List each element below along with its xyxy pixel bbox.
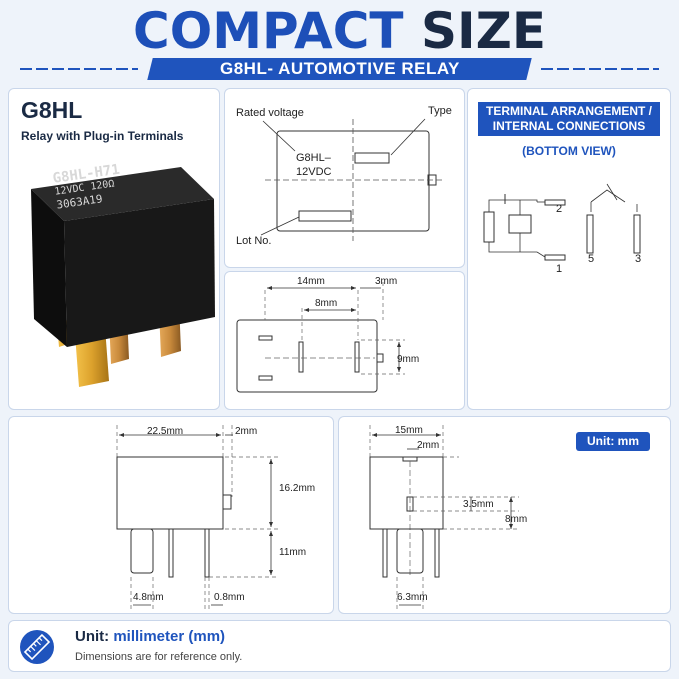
dim-front-2mm: 2mm	[417, 440, 440, 451]
terminal-title-line2: INTERNAL CONNECTIONS	[492, 119, 646, 133]
unit-badge: Unit: mm	[576, 432, 650, 451]
dim-front-3-5mm: 3.5mm	[463, 499, 494, 510]
header-dash-left	[20, 68, 138, 70]
footer-unit: Unit: millimeter (mm)	[75, 628, 225, 645]
front-view-diagram	[369, 425, 519, 609]
dim-bottom-3mm: 3mm	[375, 276, 398, 287]
lot-no-label: Lot No.	[236, 235, 272, 247]
terminal-title-line1: TERMINAL ARRANGEMENT /	[486, 104, 652, 118]
terminal-title: TERMINAL ARRANGEMENT / INTERNAL CONNECTI…	[478, 102, 660, 136]
footer-unit-value: millimeter (mm)	[113, 628, 226, 645]
bottom-view-label: (BOTTOM VIEW)	[522, 144, 616, 158]
dim-front-8mm: 8mm	[505, 514, 528, 525]
product-panel: G8HL Relay with Plug-in Terminals G8HL-H…	[8, 88, 220, 410]
dim-side-2mm: 2mm	[235, 426, 258, 437]
header-dash-right	[541, 68, 659, 70]
model-text: G8HL– 12VDC	[296, 151, 331, 179]
dim-side-16-2mm: 16.2mm	[279, 483, 316, 494]
dim-front-15mm: 15mm	[395, 425, 423, 436]
rated-voltage-label: Rated voltage	[236, 107, 304, 119]
product-model: G8HL	[21, 97, 83, 123]
bottom-view-diagram	[236, 282, 405, 393]
bottom-view-panel: 14mm 3mm 8mm 9mm	[224, 271, 465, 410]
model-text-line1: G8HL–	[296, 152, 331, 164]
ruler-icon	[20, 630, 54, 664]
subtitle-text: G8HL- AUTOMOTIVE RELAY	[219, 59, 460, 78]
title-word-compact: COMPACT	[133, 2, 404, 60]
label-diagram	[260, 118, 443, 241]
pin-label-5: 5	[588, 253, 595, 265]
label-panel: Rated voltage Type Lot No. G8HL– 12VDC	[224, 88, 465, 268]
footer-panel: Unit: millimeter (mm) Dimensions are for…	[8, 620, 671, 672]
dim-side-11mm: 11mm	[279, 547, 307, 558]
dim-bottom-8mm: 8mm	[315, 298, 338, 309]
terminal-diagram	[483, 183, 641, 261]
dim-side-4-8mm: 4.8mm	[133, 592, 164, 603]
dim-bottom-14mm: 14mm	[297, 276, 325, 287]
relay-illustration	[31, 167, 215, 387]
dim-bottom-9mm: 9mm	[397, 354, 420, 365]
page-title: COMPACT SIZE	[0, 2, 679, 60]
type-label: Type	[428, 105, 452, 117]
pin-label-1: 1	[556, 263, 563, 275]
dim-front-6-3mm: 6.3mm	[397, 592, 428, 603]
product-description: Relay with Plug-in Terminals	[21, 129, 184, 143]
side-view-panel: 22.5mm 2mm 16.2mm 11mm 4.8mm 0.8mm	[8, 416, 334, 614]
footer-unit-label: Unit:	[75, 628, 110, 645]
pin-label-3: 3	[635, 253, 642, 265]
terminal-panel	[467, 88, 671, 410]
footer-note: Dimensions are for reference only.	[75, 651, 243, 663]
dim-side-0-8mm: 0.8mm	[214, 592, 245, 603]
pin-label-2: 2	[556, 203, 563, 215]
side-view-diagram	[116, 425, 279, 609]
subtitle-bar: G8HL- AUTOMOTIVE RELAY	[147, 58, 532, 80]
dim-side-22-5mm: 22.5mm	[147, 426, 184, 437]
model-text-line2: 12VDC	[296, 166, 332, 178]
title-word-size: SIZE	[420, 2, 546, 60]
